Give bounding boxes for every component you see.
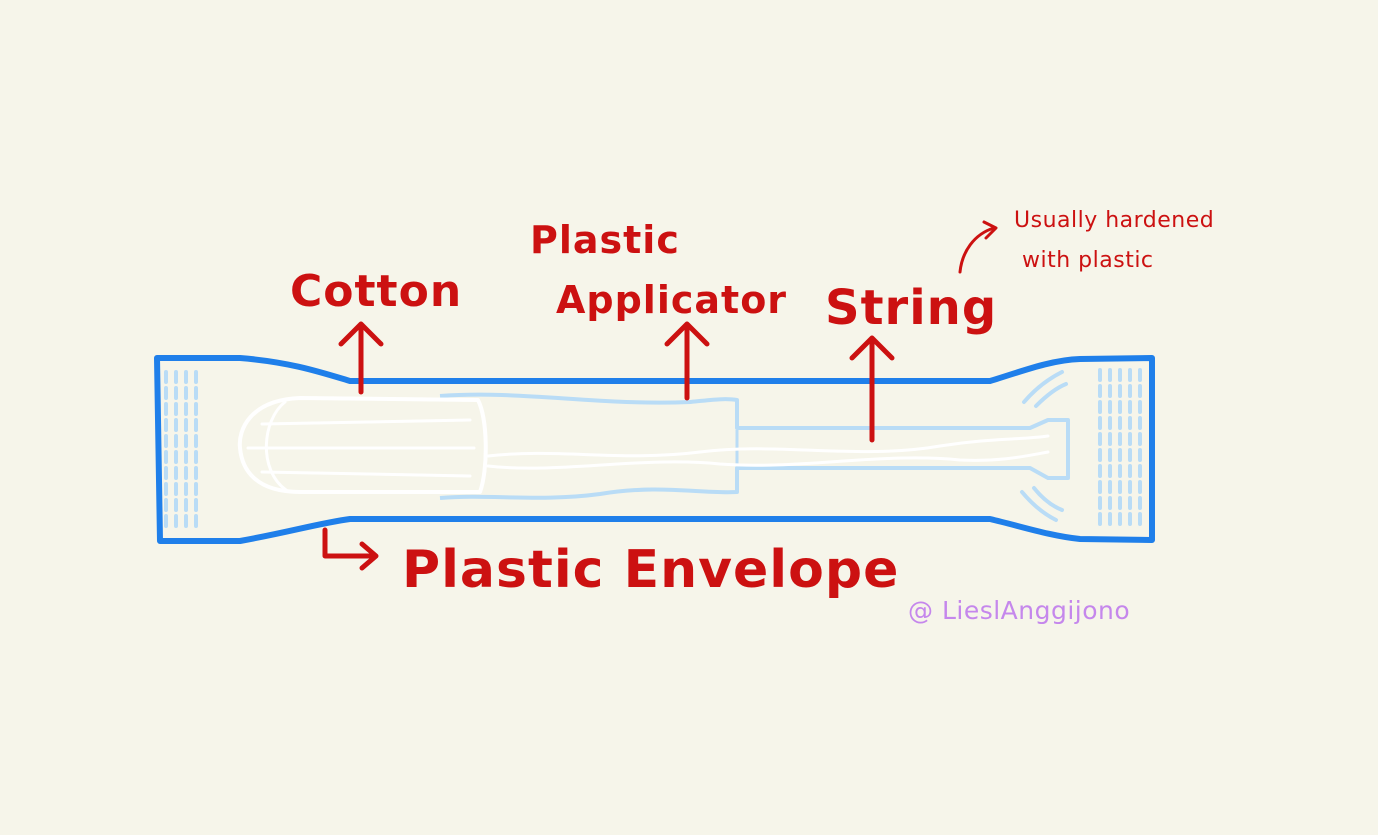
author-watermark: @ LieslAnggijono bbox=[908, 596, 1131, 625]
string-arrow bbox=[849, 335, 895, 443]
right-seal-hatching bbox=[1098, 368, 1142, 530]
string bbox=[486, 434, 1050, 470]
cotton-lines bbox=[246, 400, 476, 492]
applicator-arrow bbox=[664, 321, 710, 401]
note-line1: Usually hardened bbox=[1014, 208, 1215, 233]
plastic-applicator bbox=[439, 392, 1070, 500]
envelope-arrow bbox=[322, 527, 379, 571]
plastic-envelope-outline bbox=[154, 355, 1155, 544]
applicator-label-line1: Plastic bbox=[530, 218, 680, 262]
applicator-label-line2: Applicator bbox=[556, 278, 788, 322]
string-label: String bbox=[825, 280, 998, 336]
envelope-crinkle-marks bbox=[1020, 370, 1068, 522]
note-arrow bbox=[958, 220, 998, 274]
note-line2: with plastic bbox=[1022, 248, 1154, 273]
plastic-envelope-label: Plastic Envelope bbox=[402, 540, 900, 600]
left-seal-hatching bbox=[164, 370, 198, 532]
cotton-body bbox=[237, 396, 488, 494]
cotton-label: Cotton bbox=[290, 266, 463, 317]
cotton-arrow bbox=[338, 321, 384, 395]
